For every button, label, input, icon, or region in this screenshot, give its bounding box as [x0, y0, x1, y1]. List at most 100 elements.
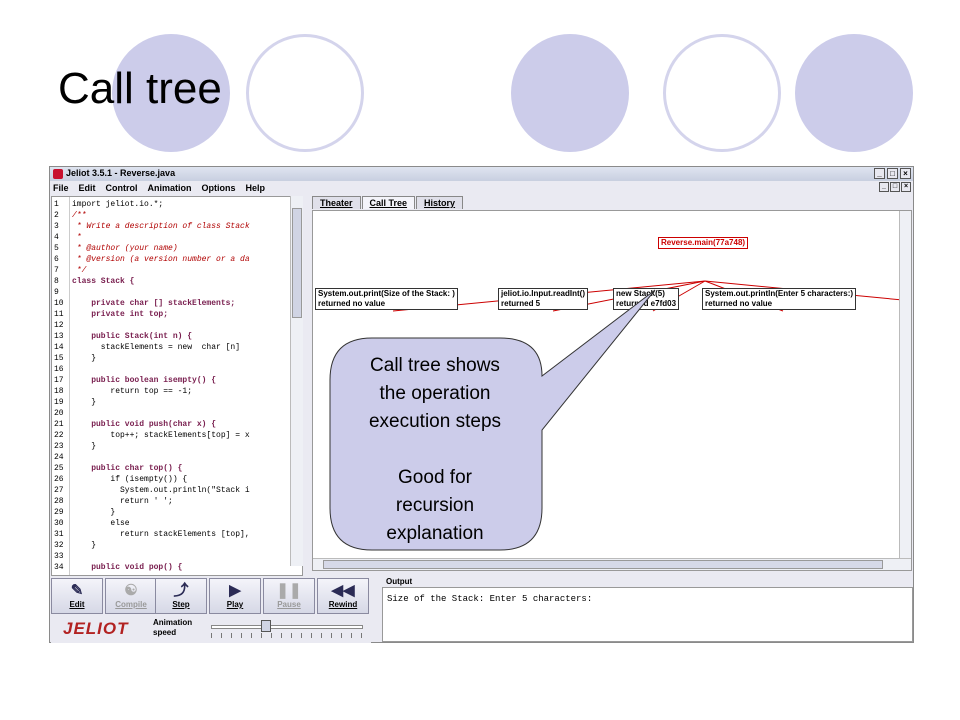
jeliot-logo: JELIOT [63, 619, 129, 638]
step-icon: ⤴ [173, 582, 189, 599]
line-number: 15 [54, 354, 64, 363]
code-line: 34 public void pop() { [52, 562, 302, 573]
menu-edit[interactable]: Edit [78, 183, 96, 193]
call-tree-root-node[interactable]: Reverse.main(77a748) [658, 237, 749, 249]
menu-help[interactable]: Help [245, 183, 266, 193]
line-number: 19 [54, 398, 64, 407]
line-number: 28 [54, 497, 64, 506]
maximize-button[interactable]: □ [887, 168, 898, 179]
menu-file[interactable]: File [53, 183, 69, 193]
node-call: System.out.println(Enter 5 characters:) [705, 289, 854, 298]
tab-theater[interactable]: Theater [312, 196, 361, 209]
call-tree-node[interactable]: System.out.print(Size of the Stack: ) re… [315, 288, 458, 310]
code-line: 20 [52, 408, 302, 419]
canvas-horizontal-scrollbar[interactable] [313, 558, 911, 570]
code-line: 23 } [52, 441, 302, 452]
node-return: returned no value [318, 299, 386, 308]
animation-speed-label: Animation speed [153, 618, 193, 637]
tab-history[interactable]: History [416, 196, 464, 209]
code-text: class Stack { [72, 277, 135, 286]
code-line: 22 top++; stackElements[top] = x [52, 430, 302, 441]
node-return: returned e7fd03 [616, 299, 677, 308]
code-scroll-thumb[interactable] [292, 208, 302, 318]
speed-slider-track[interactable] [211, 625, 363, 629]
decor-circle-2 [246, 34, 364, 152]
rewind-button[interactable]: ◀◀ Rewind [317, 578, 369, 614]
code-text: public void push(char x) { [72, 420, 217, 429]
call-tree-node[interactable]: System.out.println(Enter 5 characters:) … [702, 288, 857, 310]
code-text: } [72, 442, 97, 451]
code-text: * Write a description of class Stack [72, 222, 250, 231]
code-line: 29 } [52, 507, 302, 518]
code-text: return top == -1; [72, 387, 193, 396]
line-number: 8 [54, 277, 59, 286]
close-button[interactable]: × [900, 168, 911, 179]
line-number: 2 [54, 211, 59, 220]
menu-options[interactable]: Options [201, 183, 236, 193]
code-text: public Stack(int n) { [72, 332, 193, 341]
speed-slider-ticks [211, 633, 363, 638]
step-button[interactable]: ⤴ Step [155, 578, 207, 614]
slide-title: Call tree [58, 64, 222, 113]
code-line: 21 public void push(char x) { [52, 419, 302, 430]
minimize-button[interactable]: _ [874, 168, 885, 179]
line-number: 17 [54, 376, 64, 385]
code-text: private char [] stackElements; [72, 299, 236, 308]
code-line: 32 } [52, 540, 302, 551]
pause-icon: ❚❚ [276, 582, 302, 599]
canvas-scroll-thumb[interactable] [323, 560, 883, 569]
code-text: public char top() { [72, 464, 183, 473]
edit-button[interactable]: ✎ Edit [51, 578, 103, 614]
call-tree-node[interactable]: new Stack(5) returned e7fd03 [613, 288, 680, 310]
call-tree-node[interactable]: jeliot.io.Input.readInt() returned 5 [498, 288, 588, 310]
line-number: 25 [54, 464, 64, 473]
inner-maximize-button[interactable]: □ [890, 182, 900, 192]
callout-line: Good for [398, 467, 472, 488]
inner-close-button[interactable]: × [901, 182, 911, 192]
speed-slider-thumb[interactable] [260, 620, 271, 632]
code-line: 18 return top == -1; [52, 386, 302, 397]
code-text: private int top; [72, 310, 169, 319]
node-call: System.out.print(Size of the Stack: ) [318, 289, 455, 298]
tab-call-tree[interactable]: Call Tree [361, 196, 416, 209]
code-text: } [72, 354, 97, 363]
decor-circle-3 [511, 34, 629, 152]
code-line: 26 if (isempty()) { [52, 474, 302, 485]
code-line: 13 public Stack(int n) { [52, 331, 302, 342]
code-line: 4 * [52, 232, 302, 243]
line-number: 30 [54, 519, 64, 528]
code-line: 7 */ [52, 265, 302, 276]
play-button[interactable]: ▶ Play [209, 578, 261, 614]
node-call: new Stack(5) [616, 289, 665, 298]
inner-minimize-button[interactable]: _ [879, 182, 889, 192]
callout-line [330, 436, 540, 464]
line-number: 4 [54, 233, 59, 242]
line-number: 5 [54, 244, 59, 253]
code-text: stackElements = new char [n] [72, 343, 241, 352]
code-vertical-scrollbar[interactable] [290, 196, 303, 566]
code-line: 9 [52, 287, 302, 298]
rewind-icon: ◀◀ [331, 582, 355, 599]
line-number: 10 [54, 299, 64, 308]
node-call: jeliot.io.Input.readInt() [501, 289, 585, 298]
line-number: 23 [54, 442, 64, 451]
code-line: 10 private char [] stackElements; [52, 298, 302, 309]
code-line: 15 } [52, 353, 302, 364]
code-text: return ' '; [72, 497, 173, 506]
callout-line: recursion [395, 495, 475, 516]
menu-control[interactable]: Control [105, 183, 138, 193]
code-line: 31 return stackElements [top], [52, 529, 302, 540]
canvas-vertical-scrollbar[interactable] [899, 211, 911, 570]
menu-animation[interactable]: Animation [147, 183, 192, 193]
code-text: System.out.println("Stack i [72, 486, 250, 495]
code-line: 12 [52, 320, 302, 331]
code-line: 6 * @version (a version number or a da [52, 254, 302, 265]
line-number: 12 [54, 321, 64, 330]
pause-button[interactable]: ❚❚ Pause [263, 578, 315, 614]
compile-button[interactable]: ☯ Compile [105, 578, 157, 614]
code-text: } [72, 541, 97, 550]
output-console[interactable]: Size of the Stack: Enter 5 characters: [382, 587, 913, 642]
